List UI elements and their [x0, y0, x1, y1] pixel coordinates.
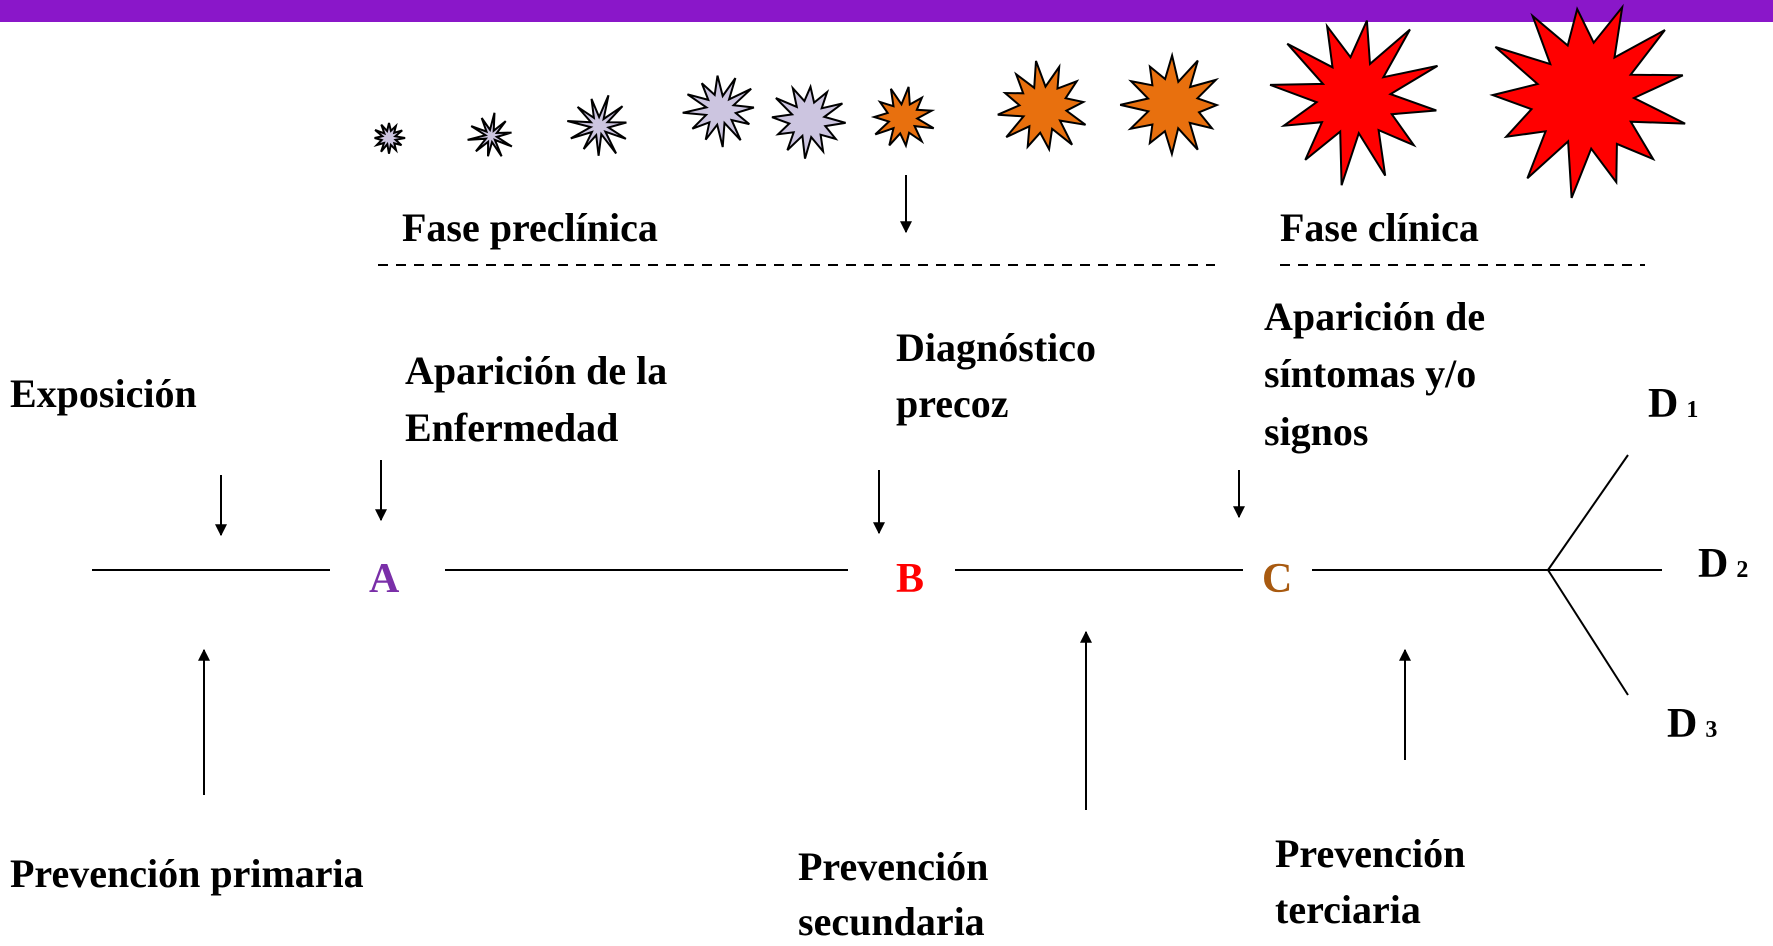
progression-star-10 [1489, 3, 1686, 199]
node-d3-subscript: 3 [1705, 717, 1718, 743]
progression-star-1 [373, 122, 406, 154]
symptoms-label-line2: síntomas y/o [1264, 351, 1477, 396]
preclinical-phase-label: Fase preclínica [402, 205, 658, 250]
header-bar [0, 0, 1773, 22]
progression-star-3 [567, 94, 627, 156]
tertiary-prevention-line1: Prevención [1275, 831, 1466, 876]
symptoms-label-line1: Aparición de [1264, 294, 1486, 339]
progression-star-2 [467, 112, 513, 157]
progression-star-8 [1119, 51, 1220, 158]
tertiary-prevention-line2: terciaria [1275, 887, 1421, 932]
branch-d3 [1547, 569, 1629, 696]
progression-star-5 [771, 83, 846, 159]
node-d3-letter: D [1667, 701, 1698, 747]
disease-progression-stars [373, 3, 1686, 199]
symptoms-label-line3: signos [1264, 409, 1369, 454]
exposure-label: Exposición [10, 371, 197, 416]
progression-star-4 [682, 75, 755, 148]
secondary-prevention-line1: Prevención [798, 844, 989, 889]
early-dx-label-line2: precoz [896, 381, 1009, 426]
node-d2-letter: D [1698, 541, 1729, 587]
onset-label-line1: Aparición de la [405, 348, 668, 393]
early-dx-label-line1: Diagnóstico [896, 325, 1096, 370]
progression-star-9 [1269, 20, 1439, 186]
node-d1-letter: D [1648, 381, 1679, 427]
node-a: A [369, 556, 400, 602]
progression-star-6 [870, 86, 936, 149]
node-d2-subscript: 2 [1736, 557, 1749, 583]
clinical-phase-label: Fase clínica [1280, 205, 1479, 250]
secondary-prevention-line2: secundaria [798, 899, 985, 944]
node-b: B [896, 556, 925, 602]
branch-d1 [1547, 454, 1629, 571]
node-c: C [1262, 556, 1293, 602]
node-d1-subscript: 1 [1686, 397, 1699, 423]
onset-label-line2: Enfermedad [405, 405, 619, 450]
progression-star-7 [997, 60, 1087, 153]
primary-prevention-label: Prevención primaria [10, 851, 364, 896]
